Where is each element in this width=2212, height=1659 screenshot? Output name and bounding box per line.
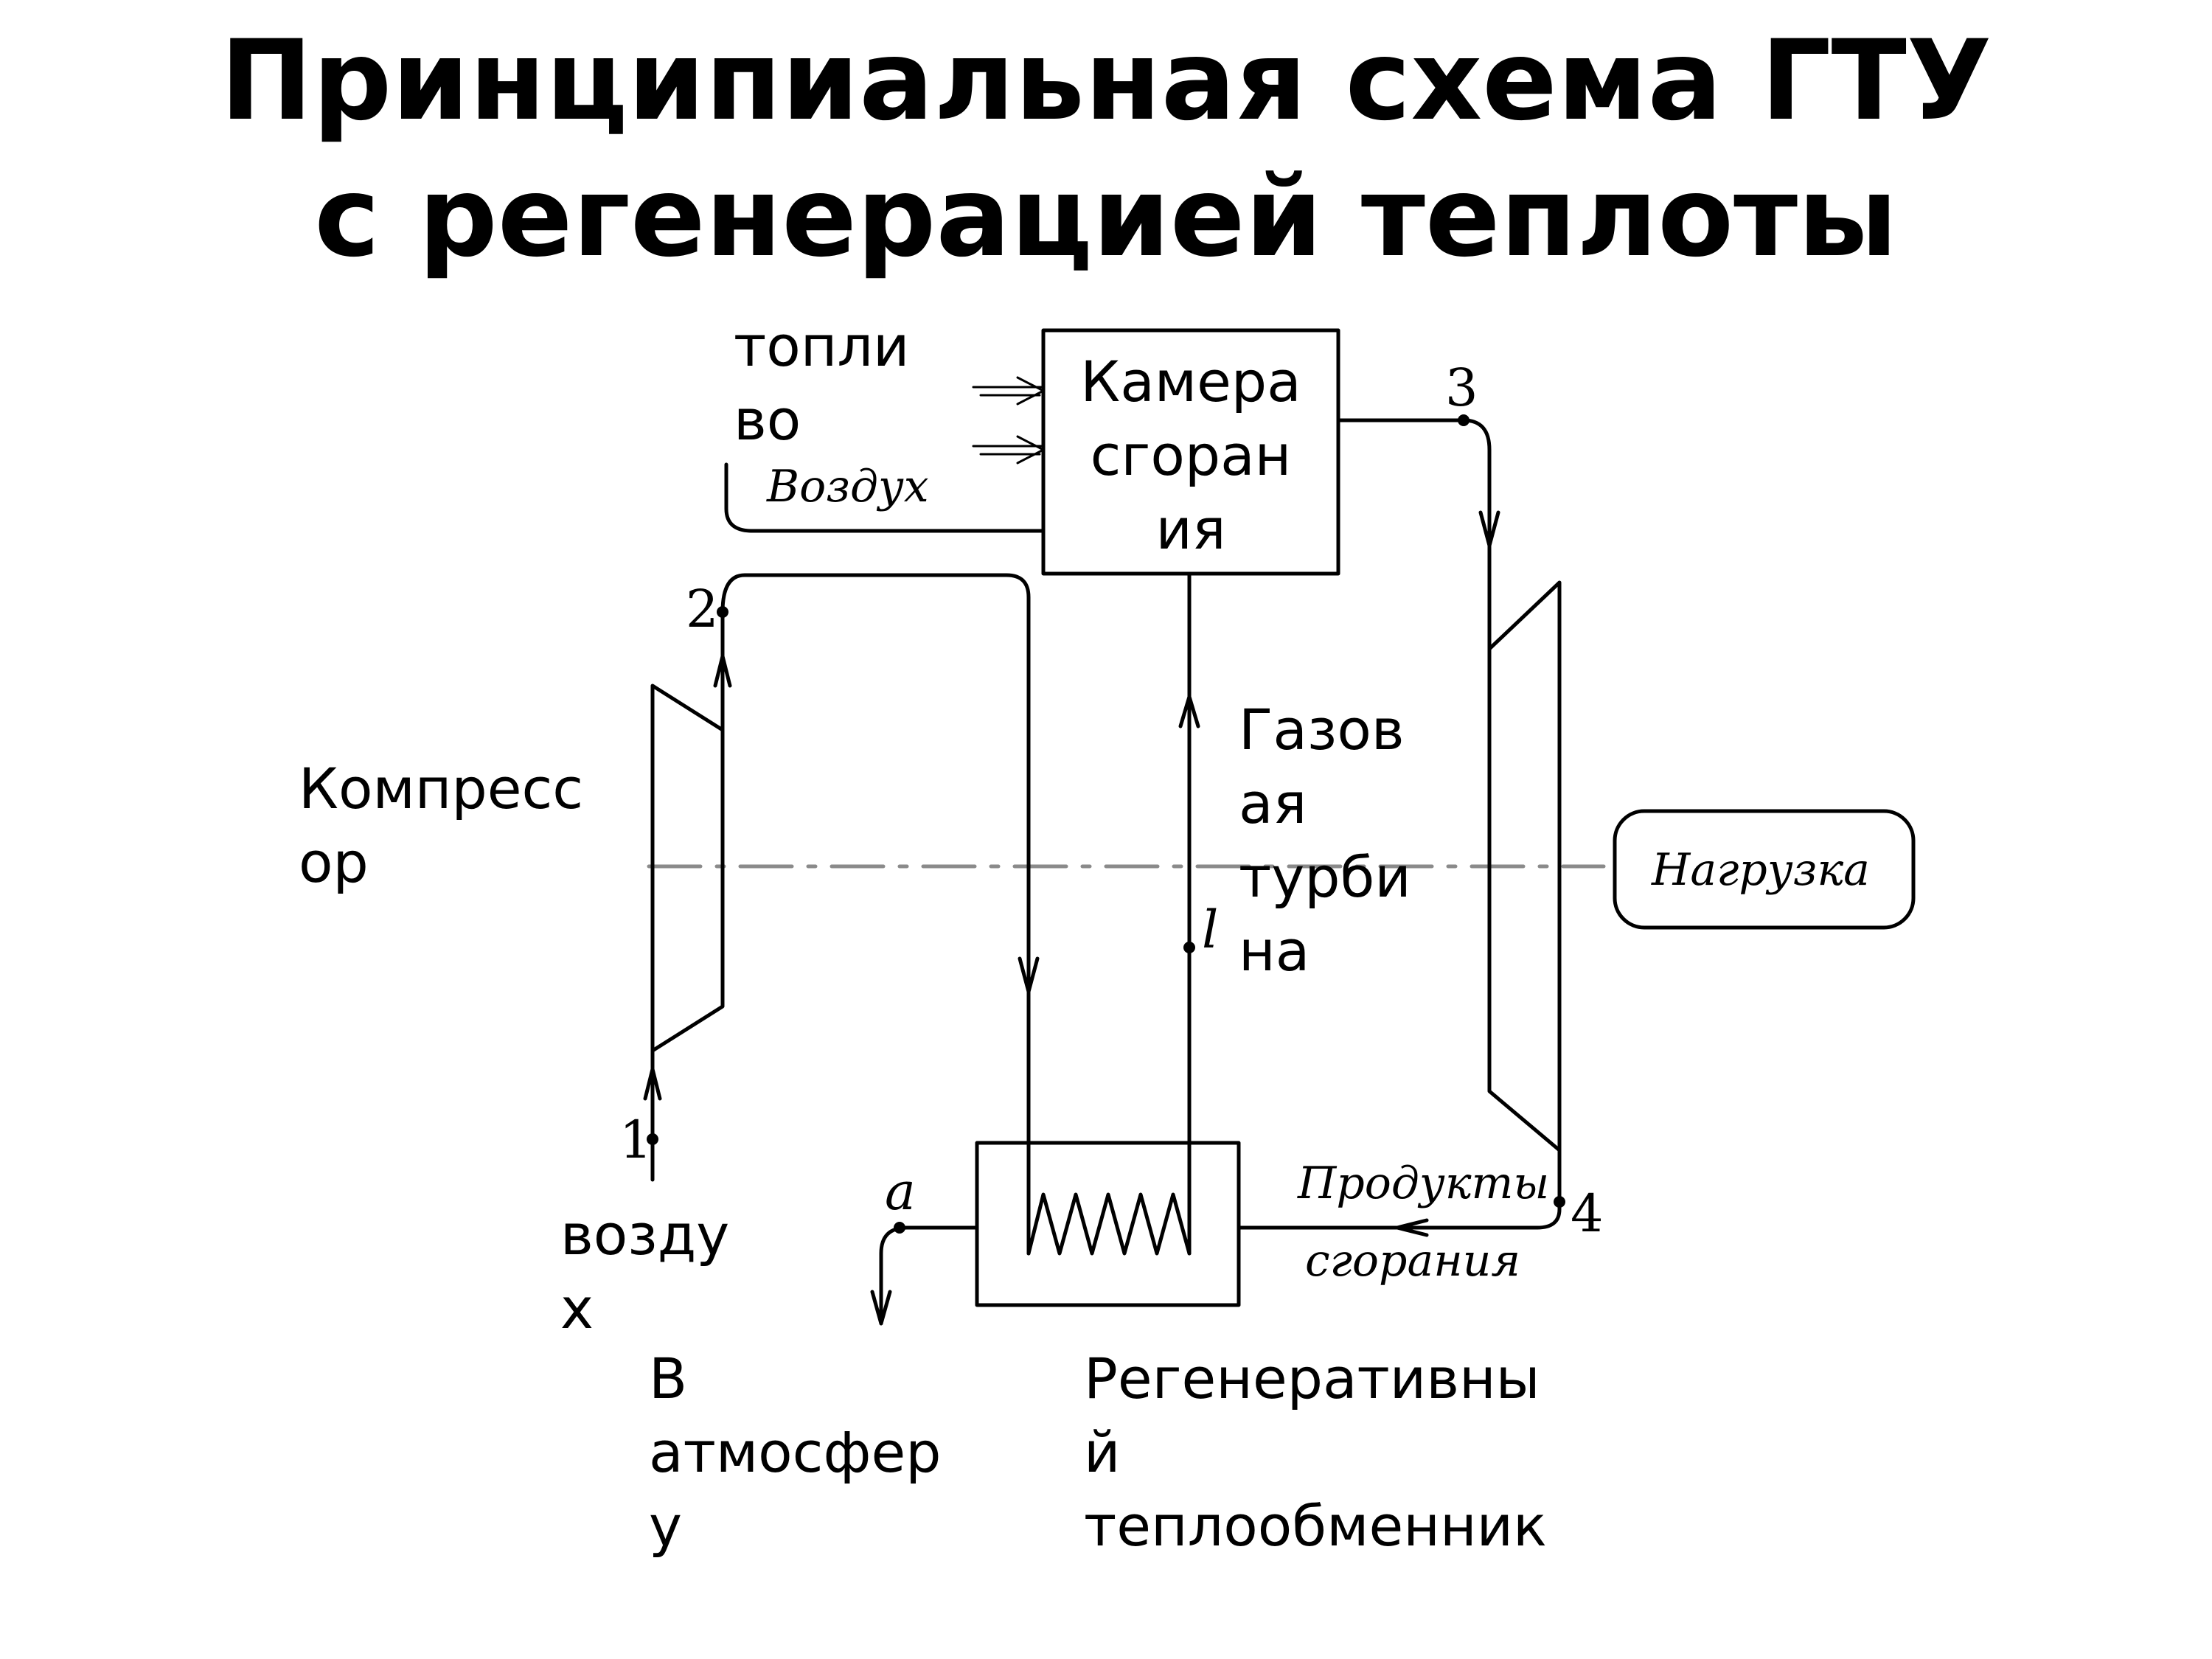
- products-label-line-2: сгорания: [1305, 1235, 1520, 1287]
- to-atmosphere-line: [879, 1225, 979, 1326]
- point-4-label: 4: [1571, 1183, 1604, 1244]
- point-a-label: a: [885, 1161, 916, 1222]
- air-inlet-annotation: Воздух: [766, 461, 929, 512]
- regenerator-box: [975, 1141, 1241, 1307]
- point-1-label: 1: [619, 1110, 653, 1170]
- arrow-compressed-air: [713, 654, 732, 688]
- exhaust-gas-line: [1237, 1148, 1562, 1230]
- arrow-hot-gas: [1478, 510, 1500, 548]
- compressor-shape: [650, 684, 725, 1053]
- fuel-label: топли во: [734, 313, 910, 453]
- chamber-air-line: [724, 462, 1046, 533]
- point-3-label: 3: [1445, 358, 1478, 418]
- products-label-line-1: Продукты: [1297, 1158, 1549, 1209]
- arrow-exhaust-gas: [1395, 1218, 1429, 1237]
- point-2-label: 2: [686, 579, 719, 639]
- load-label: Нагрузка: [1651, 844, 1870, 896]
- arrow-heated-air: [1178, 695, 1200, 728]
- point-l-label: l: [1202, 900, 1218, 960]
- to-atmosphere-label: В атмосфер у: [649, 1346, 942, 1559]
- regenerator-coil: [1026, 1192, 1192, 1256]
- air-label: возду х: [560, 1202, 730, 1341]
- slide-title-line-1: Принципиальная схема ГТУ: [220, 17, 1992, 145]
- arrow-to-regenerator: [1018, 956, 1040, 994]
- combustion-chamber-label: Камера сгоран ия: [1080, 349, 1301, 562]
- node-points: [647, 414, 1565, 1234]
- load-box: [1613, 809, 1916, 930]
- fuel-arrows: [972, 376, 1045, 465]
- arrow-to-atmosphere: [870, 1290, 892, 1326]
- compressed-air-line: [720, 573, 1031, 1256]
- arrow-air-inlet: [643, 1067, 662, 1101]
- slide-title-line-2: с регенерацией теплоты: [314, 153, 1898, 282]
- gas-turbine-label: Газов ая турби на: [1239, 697, 1411, 984]
- regenerator-label: Регенеративны й теплообменник: [1084, 1346, 1547, 1559]
- hot-gas-line: [1336, 418, 1492, 651]
- compressor-label: Компресс ор: [299, 756, 584, 895]
